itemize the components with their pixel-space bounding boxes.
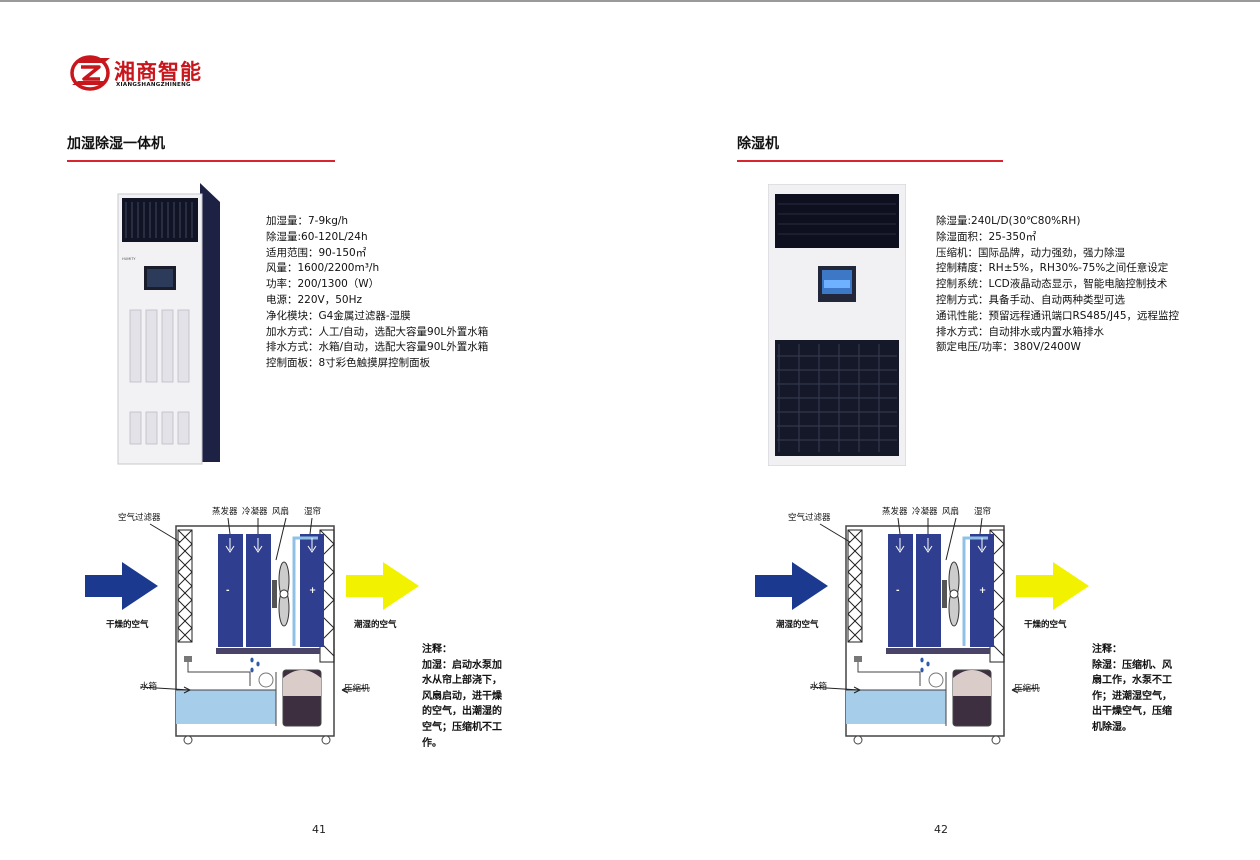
brand-mark-icon [70,55,110,91]
dehumidifier-unit-image [768,184,906,466]
right-spec-item: 压缩机：国际品牌，动力强劲，强力除湿 [936,246,1125,259]
left-airflow-diagram: 空气过滤器 蒸发器 冷凝器 风扇 湿帘 - + 水箱 压缩机 干燥的空气 潮湿的… [80,500,500,760]
left-spec-item: 除湿量:60-120L/24h [266,230,368,243]
note-line: 的空气，出潮湿的 [422,706,502,718]
plus-sign: + [309,586,317,596]
right-airflow-diagram: 空气过滤器 蒸发器 冷凝器 风扇 湿帘 - + 水箱 压缩机 潮湿的空气 干燥的… [750,500,1170,760]
left-title-rule [67,160,335,162]
evaporator-label: 蒸发器 [882,507,908,517]
right-diagram-graphic [755,517,1089,745]
note-line: 风扇启动，进干燥 [422,690,502,702]
left-spec-item: 适用范围：90-150㎡ [266,246,367,259]
note-line: 出干燥空气，压缩 [1092,706,1172,718]
note-line: 作；进潮湿空气， [1092,690,1172,702]
brand-name-en: XIANGSHANGZHINENG [116,82,191,88]
compressor-label: 压缩机 [1014,684,1040,694]
note-line: 机除湿。 [1092,721,1132,733]
right-spec-item: 控制方式：具备手动、自动两种类型可选 [936,293,1125,306]
air-out-label: 潮湿的空气 [354,620,397,630]
right-spec-item: 控制精度：RH±5%，RH30%-75%之间任意设定 [936,262,1169,275]
filter-label: 空气过滤器 [118,513,161,523]
right-title-rule [737,160,1003,162]
condenser-label: 冷凝器 [242,507,268,517]
note-title: 注释： [1092,644,1122,655]
left-spec-item: 控制面板：8寸彩色触摸屏控制面板 [266,357,431,370]
wet-curtain-label: 湿帘 [304,507,322,517]
right-spec-item: 除湿面积：25-350㎡ [936,230,1037,243]
brand-logo: 湘商智能 XIANGSHANGZHINENG [70,52,230,96]
left-spec-list: 加湿量：7-9kg/h 除湿量:60-120L/24h 适用范围：90-150㎡… [266,214,488,372]
svg-text:HUMITY: HUMITY [122,257,136,261]
right-spec-item: 除湿量:240L/D(30℃80%RH) [936,215,1081,227]
note-title: 注释： [422,644,452,655]
brand-name-cn: 湘商智能 [114,60,202,84]
minus-sign: - [226,586,230,596]
plus-sign: + [979,586,987,596]
left-spec-item: 加湿量：7-9kg/h [266,215,349,227]
filter-label: 空气过滤器 [788,513,831,523]
left-note: 注释： 加湿：启动水泵加 水从帘上部浇下， 风扇启动，进干燥 的空气，出潮湿的 … [422,642,526,751]
left-diagram-graphic [85,517,419,745]
note-line: 水从帘上部浇下， [422,675,502,687]
left-spec-item: 功率：200/1300（W） [266,278,380,291]
note-line: 作。 [422,737,442,749]
air-out-label: 干燥的空气 [1024,620,1067,630]
tank-label: 水箱 [140,682,158,692]
right-spec-item: 排水方式：自动排水或内置水箱排水 [936,325,1104,338]
note-line: 加湿：启动水泵加 [422,659,502,671]
left-spec-item: 加水方式：人工/自动，选配大容量90L外置水箱 [266,325,489,338]
right-spec-item: 额定电压/功率：380V/2400W [936,341,1081,354]
note-line: 除湿：压缩机、风 [1092,659,1172,671]
humidifier-dehumidifier-unit-image: HUMITY [117,183,220,465]
air-in-label: 潮湿的空气 [776,620,819,630]
right-spec-item: 通讯性能：预留远程通讯端口RS485/J45，远程监控 [936,309,1179,322]
fan-label: 风扇 [272,507,290,517]
page-number-left: 41 [312,823,326,836]
top-rule [0,0,1260,2]
air-in-label: 干燥的空气 [106,620,149,630]
minus-sign: - [896,586,900,596]
compressor-label: 压缩机 [344,684,370,694]
right-spec-item: 控制系统：LCD液晶动态显示，智能电脑控制技术 [936,278,1168,291]
fan-label: 风扇 [942,507,960,517]
page-number-right: 42 [934,823,948,836]
tank-label: 水箱 [810,682,828,692]
right-section-title: 除湿机 [737,136,779,152]
left-spec-item: 净化模块：G4金属过滤器-湿膜 [266,309,411,322]
left-spec-item: 风量：1600/2200m³/h [266,262,380,275]
right-spec-list: 除湿量:240L/D(30℃80%RH) 除湿面积：25-350㎡ 压缩机：国际… [936,214,1179,356]
condenser-label: 冷凝器 [912,507,938,517]
right-note: 注释： 除湿：压缩机、风 扇工作，水泵不工 作；进潮湿空气， 出干燥空气，压缩 … [1092,642,1196,736]
left-spec-item: 电源：220V，50Hz [266,293,362,306]
wet-curtain-label: 湿帘 [974,507,992,517]
note-line: 扇工作，水泵不工 [1092,675,1172,687]
left-spec-item: 排水方式：水箱/自动，选配大容量90L外置水箱 [266,341,489,354]
note-line: 空气；压缩机不工 [422,721,502,733]
evaporator-label: 蒸发器 [212,507,238,517]
left-section-title: 加湿除湿一体机 [67,136,165,152]
